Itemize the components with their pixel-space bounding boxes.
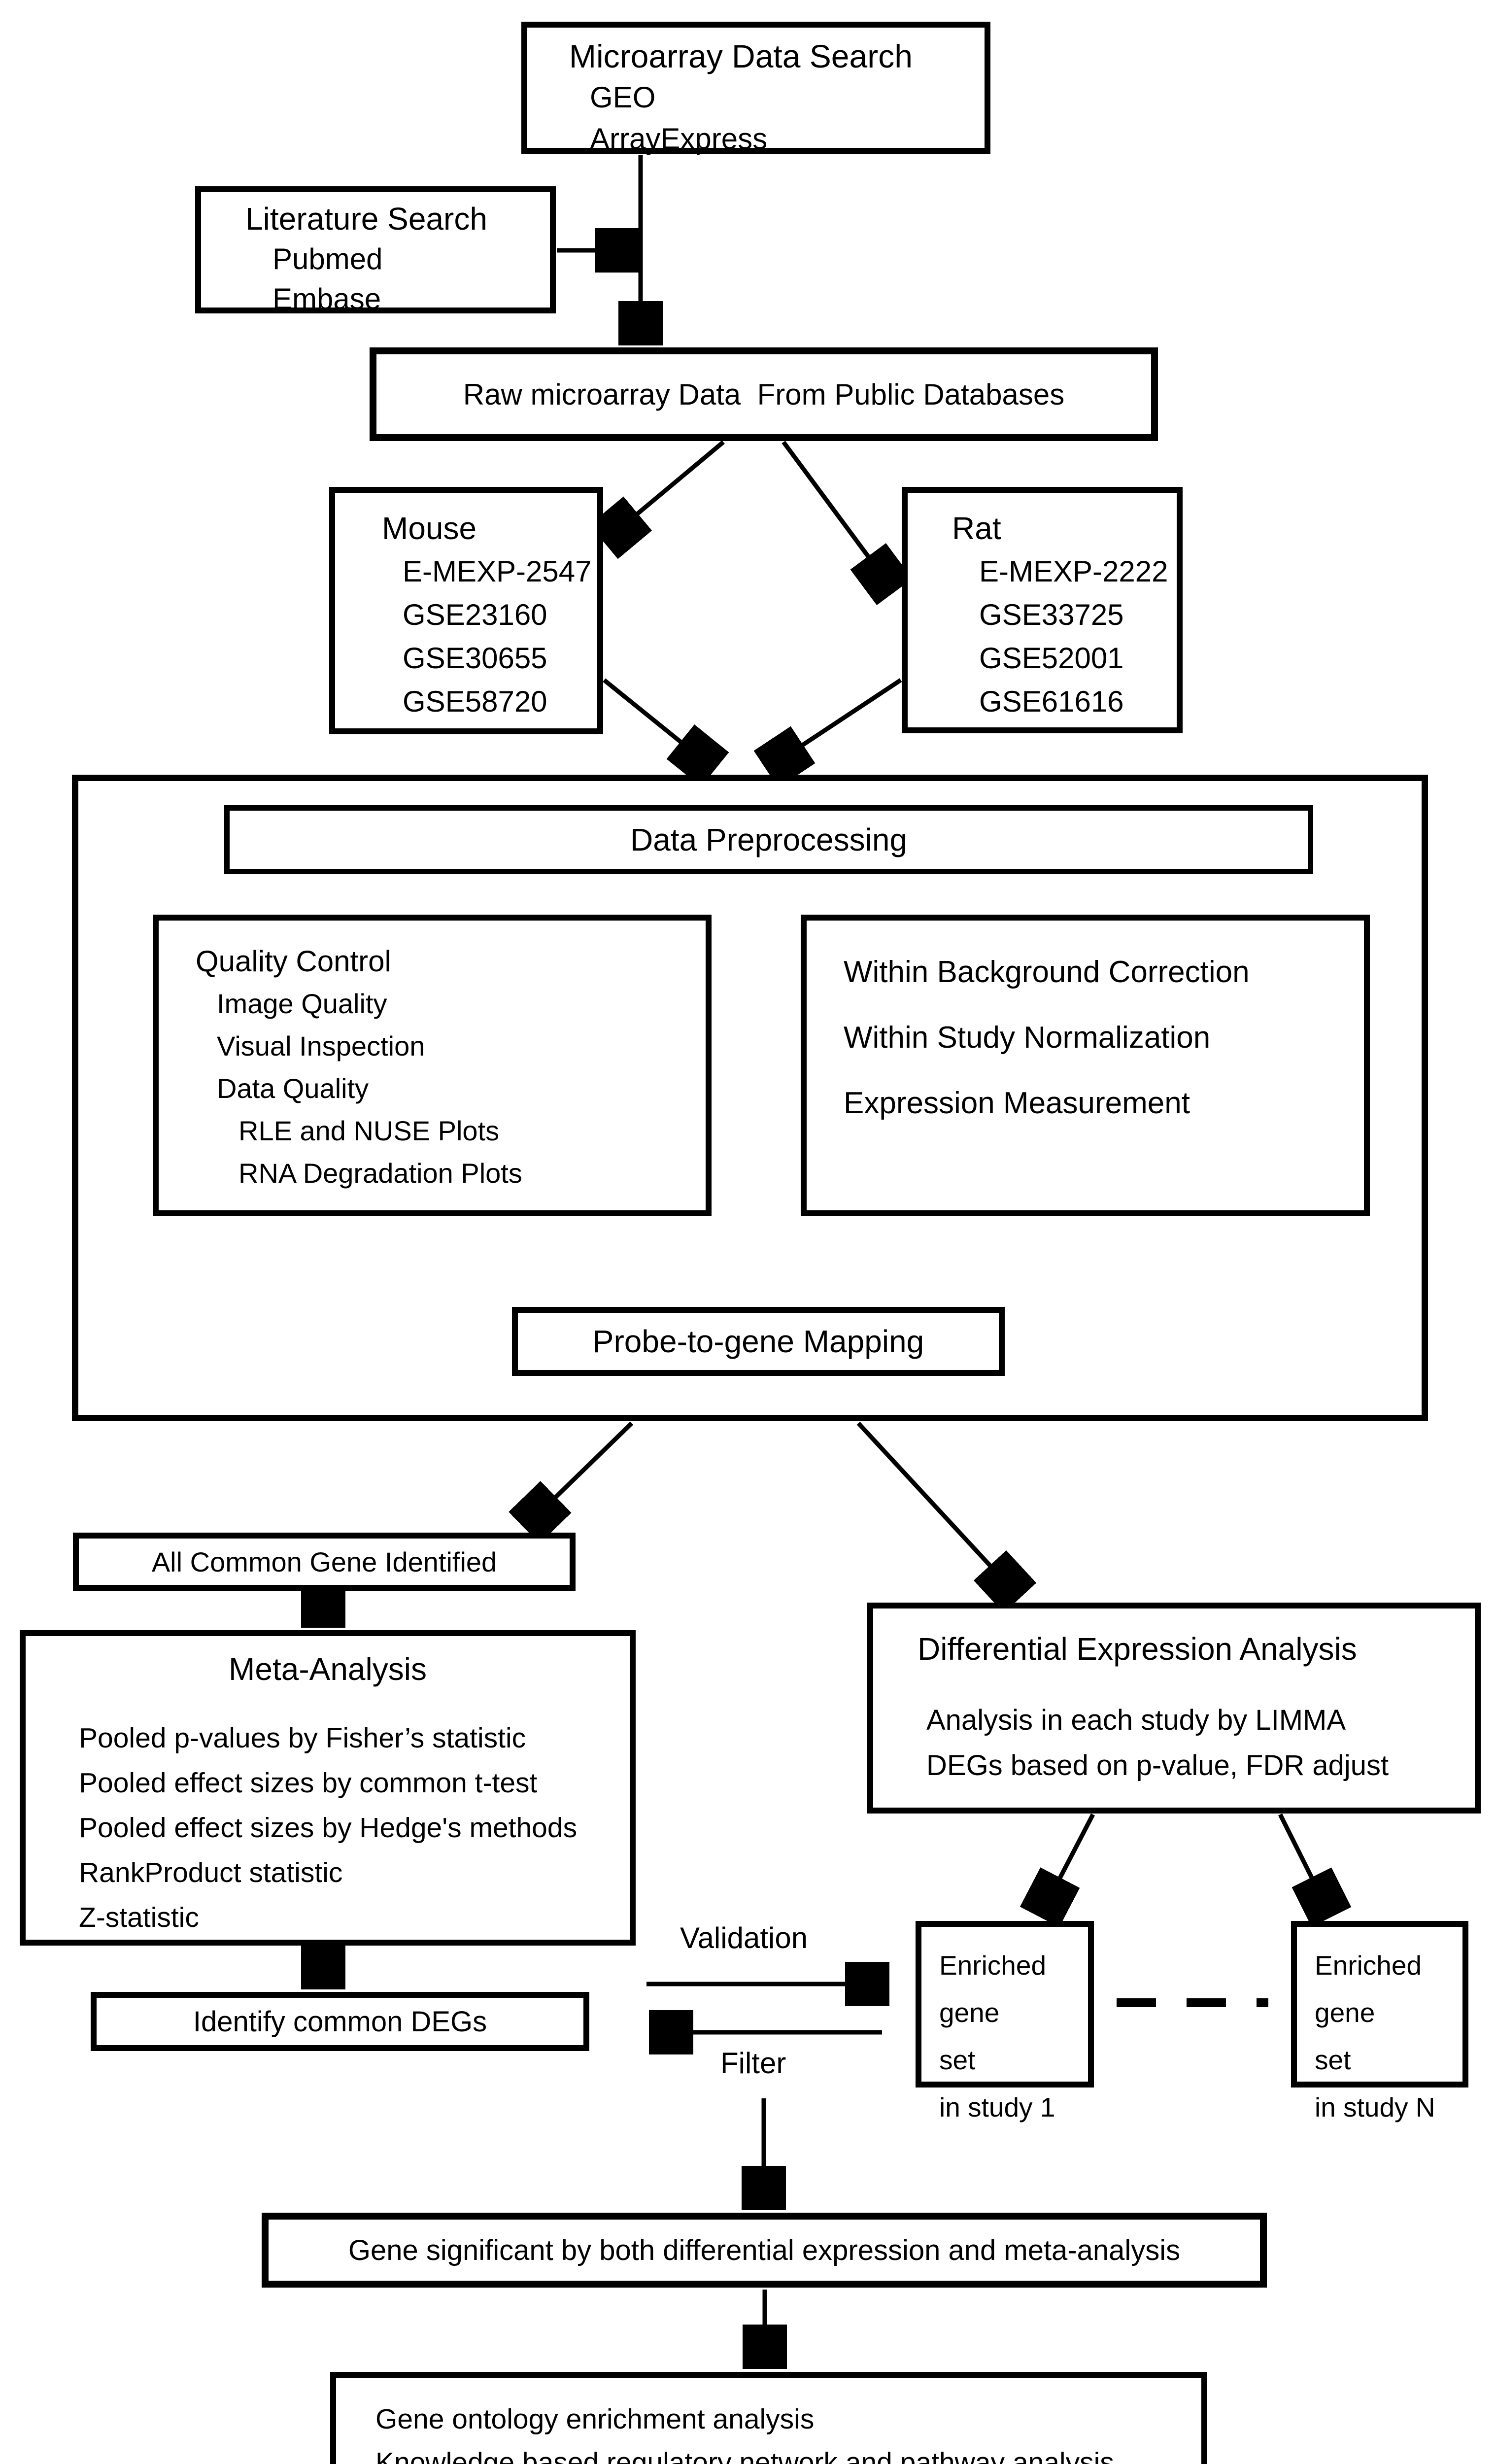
- box-line: Enriched: [939, 1950, 1047, 1981]
- box-label: Gene significant by both differential ex…: [348, 2234, 1181, 2266]
- box-title: Microarray Data Search: [569, 38, 913, 74]
- arrow-raw-to-mouse: [607, 440, 725, 539]
- box-title: Rat: [952, 511, 1001, 546]
- box-item: RNA Degradation Plots: [238, 1158, 522, 1189]
- box-item: RLE and NUSE Plots: [238, 1115, 500, 1146]
- literature-search-box: Literature Search Pubmed Embase: [195, 186, 556, 315]
- rat-box: Rat E-MEXP-2222 GSE33725 GSE52001 GSE616…: [902, 487, 1183, 733]
- box-line: in study N: [1315, 2092, 1435, 2122]
- box-title: Meta-Analysis: [229, 1651, 427, 1687]
- box-item: Visual Inspection: [217, 1030, 425, 1061]
- box-item: Pooled p-values by Fisher’s statistic: [79, 1722, 526, 1754]
- meta-analysis-box: Meta-Analysis Pooled p-values by Fisher’…: [20, 1630, 636, 1946]
- box-line: gene set: [1315, 1997, 1375, 2075]
- box-item: Pooled effect sizes by Hedge's methods: [79, 1812, 578, 1844]
- box-item: RankProduct statistic: [79, 1857, 343, 1888]
- box-label: Raw microarray Data From Public Database…: [463, 377, 1065, 411]
- box-item: E-MEXP-2222: [979, 555, 1168, 588]
- arrow-dea-to-enriched-n: [1278, 1813, 1329, 1913]
- box-item: GSE52001: [979, 642, 1124, 675]
- box-item: Image Quality: [217, 988, 387, 1019]
- box-title: Mouse: [382, 511, 477, 546]
- box-title: Literature Search: [245, 201, 487, 237]
- normalization-box: Within Background Correction Within Stud…: [801, 915, 1370, 1216]
- significant-genes-box: Gene significant by both differential ex…: [262, 2213, 1267, 2288]
- box-item: GSE30655: [403, 642, 547, 675]
- arrow-mouse-to-preprocessing: [603, 678, 712, 767]
- box-label: All Common Gene Identified: [151, 1546, 497, 1577]
- raw-data-box: Raw microarray Data From Public Database…: [370, 347, 1158, 441]
- box-item: ArrayExpress: [590, 122, 768, 155]
- arrow-rat-to-preprocessing: [770, 678, 902, 767]
- arrow-raw-to-rat: [782, 441, 892, 588]
- box-item: Pooled effect sizes by common t-test: [79, 1767, 538, 1799]
- preprocessing-title-box: Data Preprocessing: [224, 805, 1313, 874]
- validation-label: Validation: [680, 1921, 808, 1954]
- box-line: gene set: [939, 1997, 1000, 2075]
- quality-control-box: Quality Control Image Quality Visual Ins…: [153, 915, 712, 1216]
- box-item: Within Study Normalization: [844, 1021, 1211, 1055]
- box-item: DEGs based on p-value, FDR adjust: [926, 1749, 1389, 1781]
- box-item: GSE58720: [403, 685, 547, 718]
- box-item: GEO: [590, 81, 656, 114]
- arrow-preprocessing-to-dea: [856, 1421, 1017, 1595]
- box-label: Identify common DEGs: [193, 2005, 487, 2038]
- box-item: Z-statistic: [79, 1902, 199, 1933]
- box-item: Within Background Correction: [844, 955, 1250, 989]
- box-item: Expression Measurement: [844, 1086, 1190, 1120]
- identify-degs-box: Identify common DEGs: [91, 1992, 589, 2051]
- box-item: E-MEXP-2547: [403, 555, 592, 588]
- box-item: GSE23160: [403, 598, 547, 631]
- box-item: Analysis in each study by LIMMA: [926, 1704, 1346, 1736]
- box-title: Differential Expression Analysis: [918, 1631, 1357, 1667]
- box-item: Knowledge based regulatory network and p…: [375, 2447, 1114, 2464]
- enriched-set-studyN-box: Enriched gene set in study N: [1291, 1921, 1468, 2122]
- arrow-dea-to-enriched-1: [1042, 1813, 1095, 1913]
- box-item: Gene ontology enrichment analysis: [375, 2403, 815, 2435]
- box-line: Enriched: [1315, 1950, 1422, 1981]
- downstream-analysis-box: Gene ontology enrichment analysis Knowle…: [330, 2372, 1207, 2464]
- box-item: Data Quality: [217, 1073, 369, 1104]
- arrow-preprocessing-to-allcommon: [527, 1421, 634, 1525]
- box-title: Quality Control: [196, 945, 391, 978]
- box-label: Probe-to-gene Mapping: [592, 1324, 924, 1359]
- box-line: in study 1: [939, 2092, 1055, 2122]
- box-item: GSE61616: [979, 685, 1124, 718]
- all-common-gene-box: All Common Gene Identified: [73, 1533, 576, 1591]
- enriched-set-study1-box: Enriched gene set in study 1: [916, 1921, 1094, 2122]
- microarray-search-box: Microarray Data Search GEO ArrayExpress: [521, 22, 990, 155]
- probe-mapping-box: Probe-to-gene Mapping: [512, 1307, 1005, 1376]
- differential-expression-box: Differential Expression Analysis Analysi…: [867, 1603, 1481, 1814]
- box-item: Pubmed: [272, 242, 383, 275]
- filter-label: Filter: [720, 2047, 786, 2080]
- box-item: Embase: [272, 282, 381, 315]
- mouse-box: Mouse E-MEXP-2547 GSE23160 GSE30655 GSE5…: [329, 487, 603, 734]
- box-item: GSE33725: [979, 598, 1124, 631]
- box-label: Data Preprocessing: [630, 822, 908, 857]
